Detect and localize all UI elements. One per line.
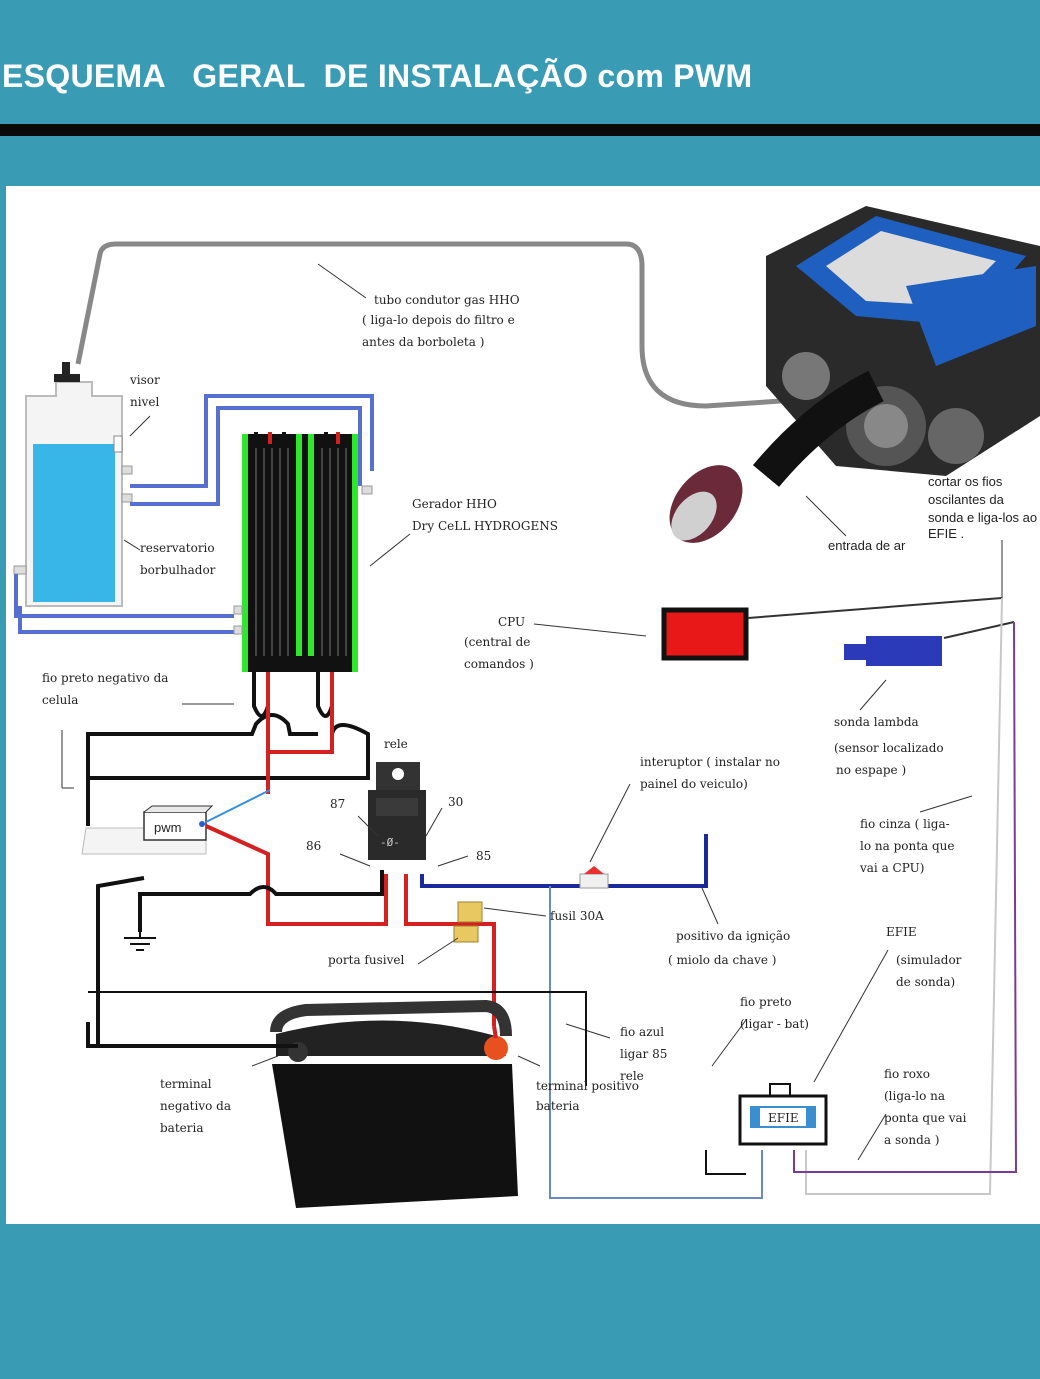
fuse-holder bbox=[453, 901, 483, 943]
label-terminal-pos-2: bateria bbox=[536, 1099, 580, 1113]
label-reservatorio: reservatorio bbox=[140, 541, 215, 555]
label-fio-preto-celula-2: celula bbox=[42, 693, 78, 707]
label-cpu-2: (central de bbox=[464, 635, 530, 649]
label-terminal-pos-1: terminal positivo bbox=[536, 1079, 639, 1093]
bubbler-reservoir bbox=[13, 362, 133, 607]
label-pwm: pwm bbox=[154, 820, 181, 835]
label-fio-roxo-4: a sonda ) bbox=[884, 1133, 939, 1147]
efie-box bbox=[738, 1083, 828, 1146]
label-interruptor-1: interuptor ( instalar no bbox=[640, 755, 780, 769]
svg-text:-Ø-: -Ø- bbox=[380, 836, 400, 849]
label-cpu-3: comandos ) bbox=[464, 657, 534, 671]
label-efie-2: (simulador bbox=[896, 953, 962, 967]
ground-symbol bbox=[124, 932, 156, 951]
label-borbulhador: borbulhador bbox=[140, 563, 216, 577]
label-sonda-3: no espape ) bbox=[836, 763, 906, 777]
label-cortar-3: sonda e liga-los ao bbox=[928, 510, 1037, 525]
label-terminal-neg-3: bateria bbox=[160, 1121, 204, 1135]
label-interruptor-2: painel do veiculo) bbox=[640, 777, 748, 791]
label-sonda-2: (sensor localizado bbox=[834, 741, 944, 755]
label-fio-cinza-1: fio cinza ( liga- bbox=[860, 817, 950, 831]
label-fio-roxo-2: (liga-lo na bbox=[884, 1089, 945, 1103]
label-fio-preto-bat-1: fio preto bbox=[740, 995, 792, 1009]
engine-illustration bbox=[669, 206, 1040, 543]
label-tubo-1: tubo condutor gas HHO bbox=[374, 293, 520, 307]
label-fio-azul-3: rele bbox=[620, 1069, 644, 1083]
label-sonda-1: sonda lambda bbox=[834, 715, 919, 729]
label-positivo-ignicao-2: ( miolo da chave ) bbox=[668, 953, 776, 967]
label-cpu: CPU bbox=[498, 615, 525, 629]
wiring-diagram: -Ø- bbox=[13, 206, 1040, 1208]
label-entrada-ar: entrada de ar bbox=[828, 538, 906, 553]
label-85: 85 bbox=[476, 849, 491, 863]
cpu-box bbox=[661, 607, 749, 661]
label-tubo-3: antes da borboleta ) bbox=[362, 335, 484, 349]
label-30: 30 bbox=[448, 795, 463, 809]
svg-text:( liga-lo depois do filtro e: ( liga-lo depois do filtro e bbox=[362, 313, 515, 327]
label-fio-roxo-1: fio roxo bbox=[884, 1067, 930, 1081]
label-gerador-1: Gerador HHO bbox=[412, 497, 497, 511]
page-title: ESQUEMA GERAL DE INSTALAÇÃO com PWM bbox=[2, 58, 753, 94]
label-86: 86 bbox=[306, 839, 321, 853]
label-efie-3: de sonda) bbox=[896, 975, 955, 989]
label-cortar-4: EFIE . bbox=[928, 526, 964, 541]
label-cortar-1: cortar os fios bbox=[928, 474, 1003, 489]
label-fio-cinza-3: vai a CPU) bbox=[859, 861, 924, 875]
label-efie-1: EFIE bbox=[886, 925, 917, 939]
svg-text:tubo condutor gas HHO: tubo condutor gas HHO bbox=[374, 293, 520, 307]
header-divider bbox=[0, 124, 1040, 136]
label-nivel: nivel bbox=[130, 395, 159, 409]
label-porta-fusivel: porta fusivel bbox=[328, 953, 404, 967]
relay: -Ø- bbox=[368, 762, 426, 860]
label-visor: visor bbox=[129, 373, 160, 387]
gas-tube bbox=[75, 241, 857, 409]
label-cortar-2: oscilantes da bbox=[928, 492, 1005, 507]
label-tubo-2: ( liga-lo depois do filtro e bbox=[362, 313, 515, 327]
hho-generator bbox=[233, 432, 373, 672]
label-positivo-ignicao-1: positivo da ignição bbox=[676, 929, 790, 943]
label-fio-roxo-3: ponta que vai bbox=[884, 1111, 967, 1125]
battery bbox=[270, 999, 518, 1208]
ignition-switch bbox=[579, 866, 609, 889]
label-efie-box: EFIE bbox=[768, 1111, 799, 1125]
svg-text:antes da borboleta ): antes da borboleta ) bbox=[362, 335, 484, 349]
label-terminal-neg-2: negativo da bbox=[160, 1099, 231, 1113]
pwm-module bbox=[81, 805, 214, 855]
label-gerador-2: Dry CeLL HYDROGENS bbox=[412, 519, 558, 533]
label-87: 87 bbox=[330, 797, 345, 811]
label-fio-preto-celula-1: fio preto negativo da bbox=[42, 671, 168, 685]
label-rele: rele bbox=[384, 737, 408, 751]
label-fusil: fusil 30A bbox=[550, 909, 604, 923]
label-fio-azul-2: ligar 85 bbox=[620, 1047, 667, 1061]
label-fio-preto-bat-2: (ligar - bat) bbox=[740, 1017, 809, 1031]
lambda-sensor bbox=[844, 636, 942, 666]
label-fio-cinza-2: lo na ponta que bbox=[860, 839, 955, 853]
label-fio-azul-1: fio azul bbox=[620, 1025, 664, 1039]
diagram-canvas: -Ø- bbox=[6, 186, 1040, 1224]
label-terminal-neg-1: terminal bbox=[160, 1077, 212, 1091]
header-band: ESQUEMA GERAL DE INSTALAÇÃO com PWM bbox=[0, 0, 1040, 124]
